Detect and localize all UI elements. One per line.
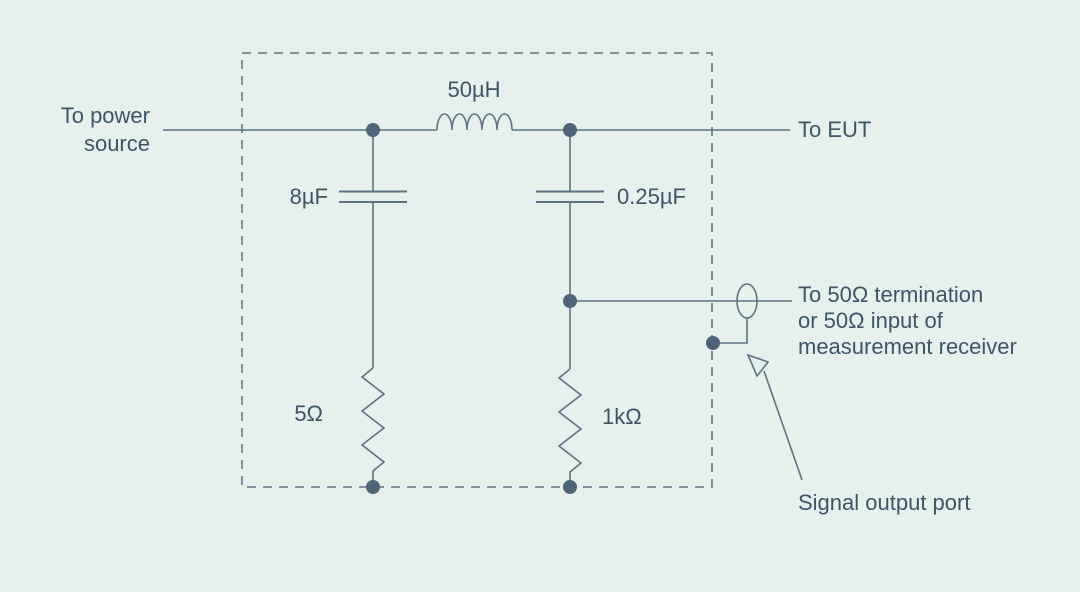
resistor-right-value-label: 1kΩ (602, 404, 642, 429)
resistor-left-symbol (360, 367, 386, 487)
capacitor-right-symbol (536, 190, 604, 203)
capacitor-left-symbol (339, 190, 407, 203)
wire-connector-shield (713, 318, 748, 344)
junction-dot-top-right (563, 123, 577, 137)
capacitor-right-value-label: 0.25µF (617, 184, 686, 209)
junction-dot-bottom-left (366, 480, 380, 494)
junction-dots (366, 123, 720, 494)
termination-label-line2: or 50Ω input of (798, 308, 943, 333)
termination-label-line1: To 50Ω termination (798, 282, 984, 307)
termination-label-line3: measurement receiver (798, 334, 1017, 359)
enclosure-dashed-border (241, 52, 713, 488)
inductor-value-label: 50µH (447, 77, 501, 102)
inductor-symbol (436, 113, 513, 131)
resistor-right-symbol (557, 368, 583, 487)
power-source-label: To power source (60, 103, 150, 156)
junction-dot-bottom-right (563, 480, 577, 494)
junction-dot-tap (563, 294, 577, 308)
termination-label: To 50Ω termination or 50Ω input of measu… (798, 282, 1017, 360)
signal-output-port-label: Signal output port (798, 490, 971, 515)
junction-dot-top-left (366, 123, 380, 137)
eut-label: To EUT (798, 117, 872, 142)
arrow-line (763, 370, 803, 481)
resistor-left-value-label: 5Ω (294, 401, 323, 426)
capacitor-left-value-label: 8µF (289, 184, 328, 209)
signal-output-port-dot (706, 336, 720, 350)
arrow-icon (746, 353, 770, 378)
